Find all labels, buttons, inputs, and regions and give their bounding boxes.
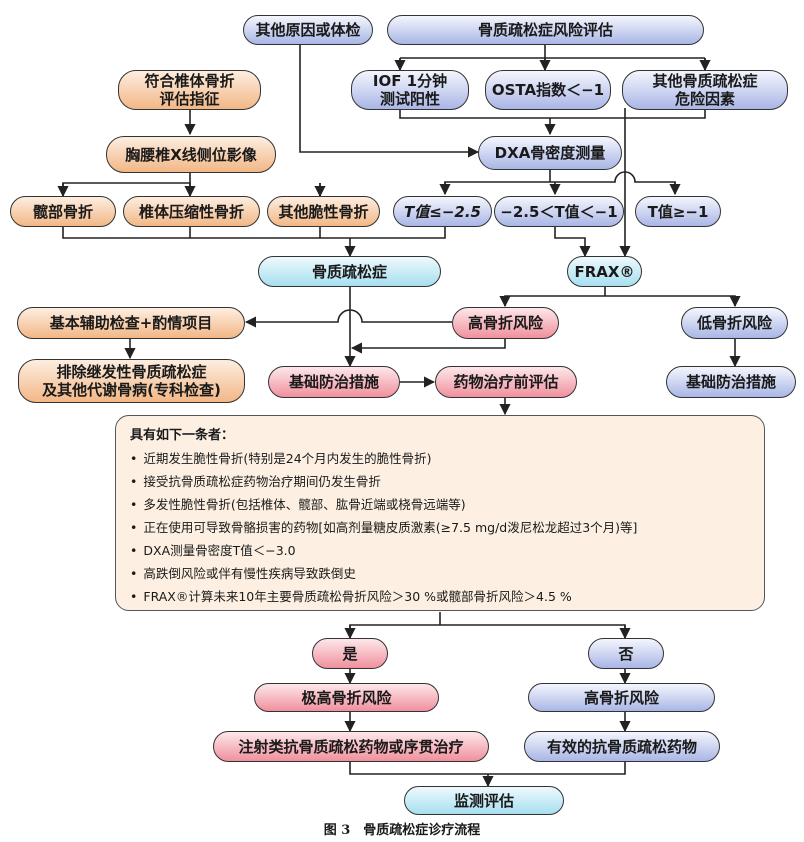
injection-node: 注射类抗骨质疏松药物或序贯治疗: [213, 731, 489, 762]
criteria-item: 正在使用可导致骨骼损害的药物[如高剂量糖皮质激素(≥7.5 mg/d泼尼松龙超过…: [130, 516, 750, 539]
vertebral-fracture-node: 椎体压缩性骨折: [123, 196, 260, 227]
criteria-item: 高跌倒风险或伴有慢性疾病导致跌倒史: [130, 562, 750, 585]
osteoporosis-node: 骨质疏松症: [258, 256, 441, 287]
other-cause-node: 其他原因或体检: [243, 15, 373, 45]
other-fragility-node: 其他脆性骨折: [267, 196, 380, 227]
dxa-node: DXA骨密度测量: [478, 136, 622, 170]
t-mid-node: −2.5＜T值＜−1: [494, 196, 624, 227]
pre-treatment-node: 药物治疗前评估: [435, 366, 577, 398]
t-le-node: T值≤−2.5: [393, 196, 492, 227]
criteria-item: 接受抗骨质疏松症药物治疗期间仍发生骨折: [130, 470, 750, 493]
basic-prevention-left-node: 基础防治措施: [268, 366, 400, 398]
very-high-risk-node: 极高骨折风险: [254, 683, 439, 712]
other-risk-node: 其他骨质疏松症 危险因素: [622, 70, 788, 110]
criteria-box: 具有如下一条者： 近期发生脆性骨折(特别是24个月内发生的脆性骨折) 接受抗骨质…: [115, 415, 765, 611]
monitor-node: 监测评估: [404, 786, 564, 815]
figure-caption: 图 3 骨质疏松症诊疗流程: [323, 823, 481, 838]
basic-exam-node: 基本辅助检查+酌情项目: [17, 307, 245, 339]
osta-node: OSTA指数＜−1: [485, 70, 611, 110]
vertebral-indication-node: 符合椎体骨折 评估指征: [118, 70, 261, 110]
criteria-item: 多发性脆性骨折(包括椎体、髋部、肱骨近端或桡骨远端等): [130, 493, 750, 516]
iof-node: IOF 1分钟 测试阳性: [351, 70, 469, 110]
yes-node: 是: [312, 638, 388, 669]
criteria-item: FRAX®计算未来10年主要骨质疏松骨折风险＞30 %或髋部骨折风险＞4.5 %: [130, 585, 750, 608]
hip-fracture-node: 髋部骨折: [10, 196, 116, 227]
criteria-heading: 具有如下一条者：: [130, 428, 235, 443]
no-node: 否: [588, 638, 664, 669]
t-ge-node: T值≥−1: [635, 196, 721, 227]
risk-assessment-node: 骨质疏松症风险评估: [387, 15, 704, 45]
effective-drug-node: 有效的抗骨质疏松药物: [524, 731, 720, 762]
frax-node: FRAX®: [567, 256, 642, 287]
exclude-node: 排除继发性骨质疏松症 及其他代谢骨病(专科检查): [18, 359, 245, 403]
basic-prevention-right-node: 基础防治措施: [666, 366, 796, 398]
criteria-item: 近期发生脆性骨折(特别是24个月内发生的脆性骨折): [130, 447, 750, 470]
high-risk-2-node: 高骨折风险: [528, 683, 715, 712]
criteria-item: DXA测量骨密度T值＜−3.0: [130, 539, 750, 562]
low-risk-node: 低骨折风险: [681, 307, 788, 339]
xray-node: 胸腰椎X线侧位影像: [106, 136, 276, 173]
high-risk-node: 高骨折风险: [452, 307, 559, 339]
criteria-list: 近期发生脆性骨折(特别是24个月内发生的脆性骨折) 接受抗骨质疏松症药物治疗期间…: [130, 447, 750, 608]
